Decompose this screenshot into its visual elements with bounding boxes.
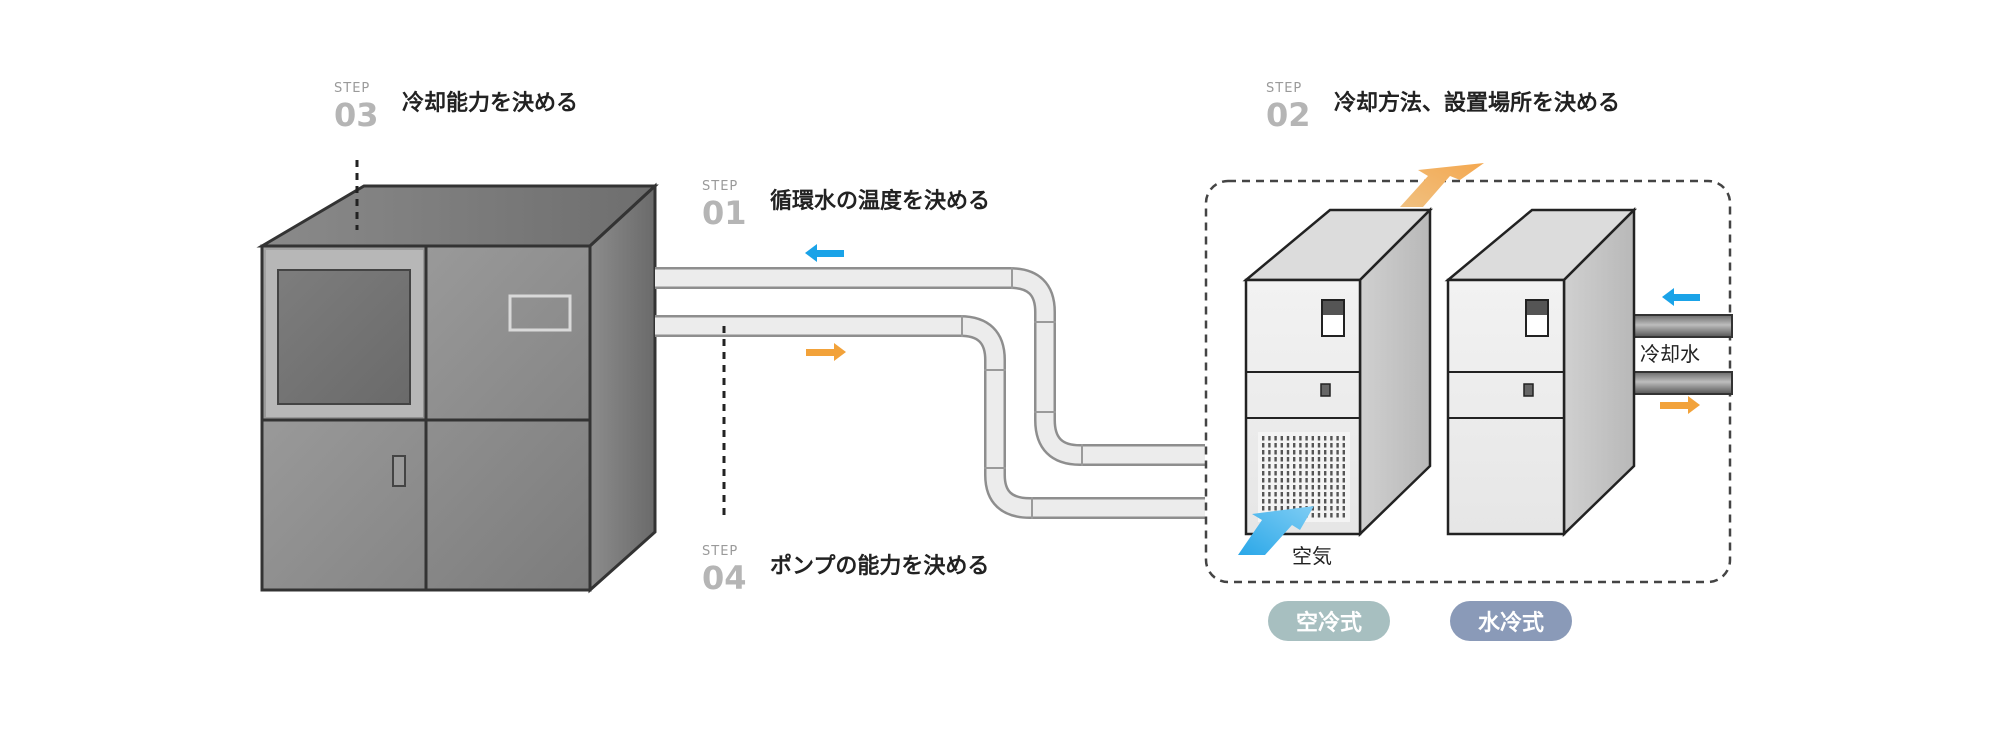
machine-cabinet <box>256 182 659 594</box>
step-01-title: 循環水の温度を決める <box>770 189 991 214</box>
step-03-title: 冷却能力を決める <box>402 91 579 116</box>
step-02-title: 冷却方法、設置場所を決める <box>1334 91 1621 116</box>
step-02: STEP 02 冷却方法、設置場所を決める <box>1266 81 1621 134</box>
return-flow-arrow <box>805 244 844 262</box>
step-03-word: STEP <box>334 81 371 96</box>
step-02-word: STEP <box>1266 81 1303 96</box>
air-cooled-badge-label: 空冷式 <box>1295 611 1362 636</box>
step-04-word: STEP <box>702 544 739 559</box>
step-03-number: 03 <box>334 96 379 134</box>
step-04-title: ポンプの能力を決める <box>770 554 990 579</box>
exhaust-air-arrow <box>1400 163 1484 207</box>
step-01: STEP 01 循環水の温度を決める <box>702 179 991 232</box>
air-intake-grille <box>1258 432 1350 522</box>
cooling-water-in-arrow <box>1662 288 1700 306</box>
water-cooled-chiller <box>1444 206 1638 537</box>
air-cooled-chiller <box>1242 206 1434 537</box>
step-01-number: 01 <box>702 194 747 232</box>
air-label: 空気 <box>1292 544 1332 568</box>
air-intake-arrow <box>1238 506 1314 555</box>
cooling-water-label: 冷却水 <box>1638 342 1702 366</box>
cooling-water-out-arrow <box>1660 396 1700 414</box>
supply-flow-arrow <box>806 343 846 361</box>
step-04-number: 04 <box>702 559 747 597</box>
air-cooled-badge: 空冷式 <box>1268 601 1390 641</box>
circulation-piping <box>655 267 1205 519</box>
water-cooled-badge-label: 水冷式 <box>1477 611 1544 636</box>
step-03: STEP 03 冷却能力を決める <box>334 81 579 134</box>
water-cooled-badge: 水冷式 <box>1450 601 1572 641</box>
step-02-number: 02 <box>1266 96 1311 134</box>
step-01-word: STEP <box>702 179 739 194</box>
step-04: STEP 04 ポンプの能力を決める <box>702 544 990 597</box>
